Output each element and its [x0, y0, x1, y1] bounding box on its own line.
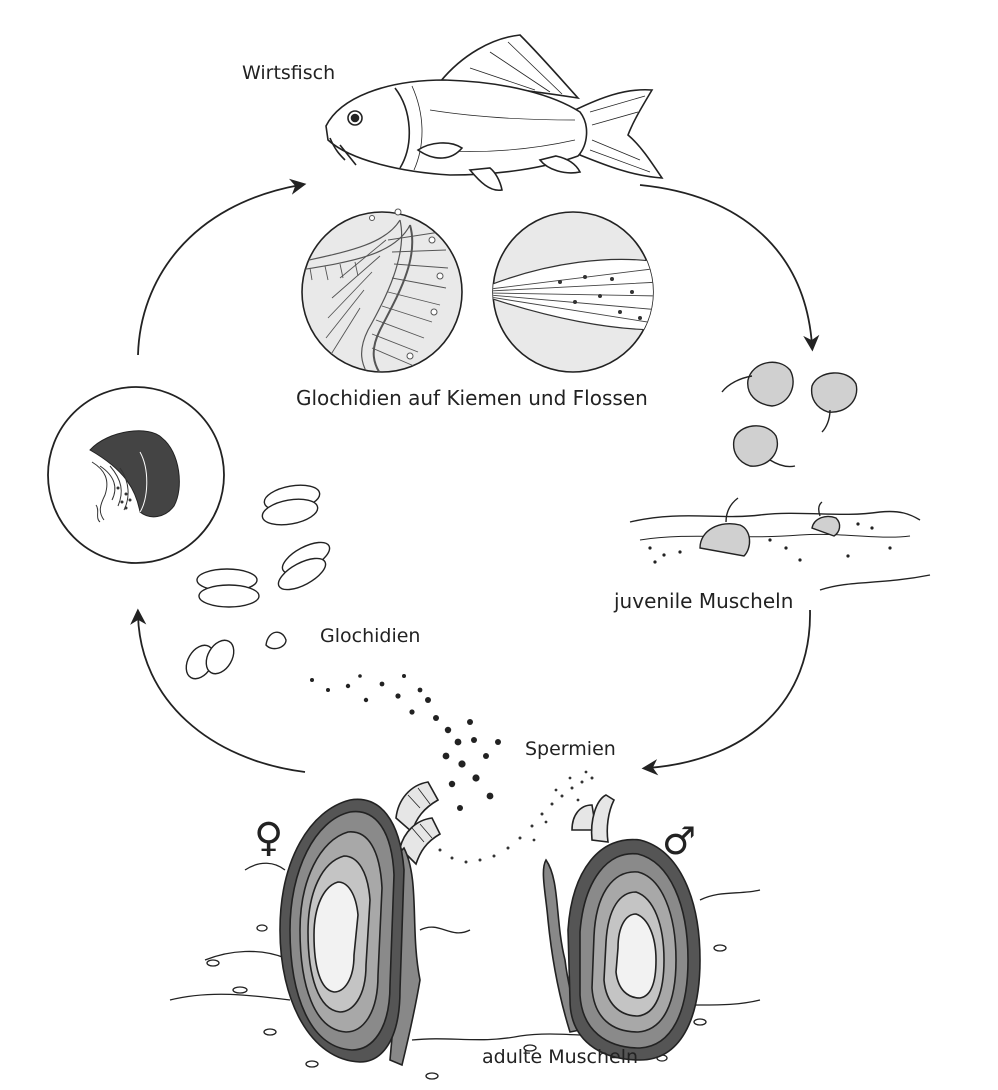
arrow-fish-to-juveniles	[640, 185, 812, 345]
host-fish-label: Wirtsfisch	[242, 64, 335, 83]
glochidia-label: Glochidien	[320, 627, 420, 646]
female-symbol: ♀	[254, 818, 283, 858]
arrow-to-fish	[138, 185, 300, 355]
adult-mussels-label: adulte Muscheln	[482, 1048, 638, 1067]
arrow-juveniles-to-adults	[648, 610, 810, 768]
host-fish-illustration	[326, 35, 662, 190]
sperm-label: Spermien	[525, 740, 616, 759]
male-symbol: ♂	[662, 822, 696, 860]
glochidia-on-host-label: Glochidien auf Kiemen und Flossen	[296, 388, 648, 408]
brood-pouch-circle	[48, 387, 224, 563]
juvenile-mussels-illustration	[630, 362, 930, 590]
juvenile-mussels-label: juvenile Muscheln	[614, 591, 793, 611]
fin-magnifier	[490, 212, 660, 372]
release-dots	[310, 674, 501, 811]
gill-magnifier	[300, 209, 462, 380]
cycle-arrows	[138, 185, 812, 772]
adult-female-mussel	[280, 782, 440, 1065]
